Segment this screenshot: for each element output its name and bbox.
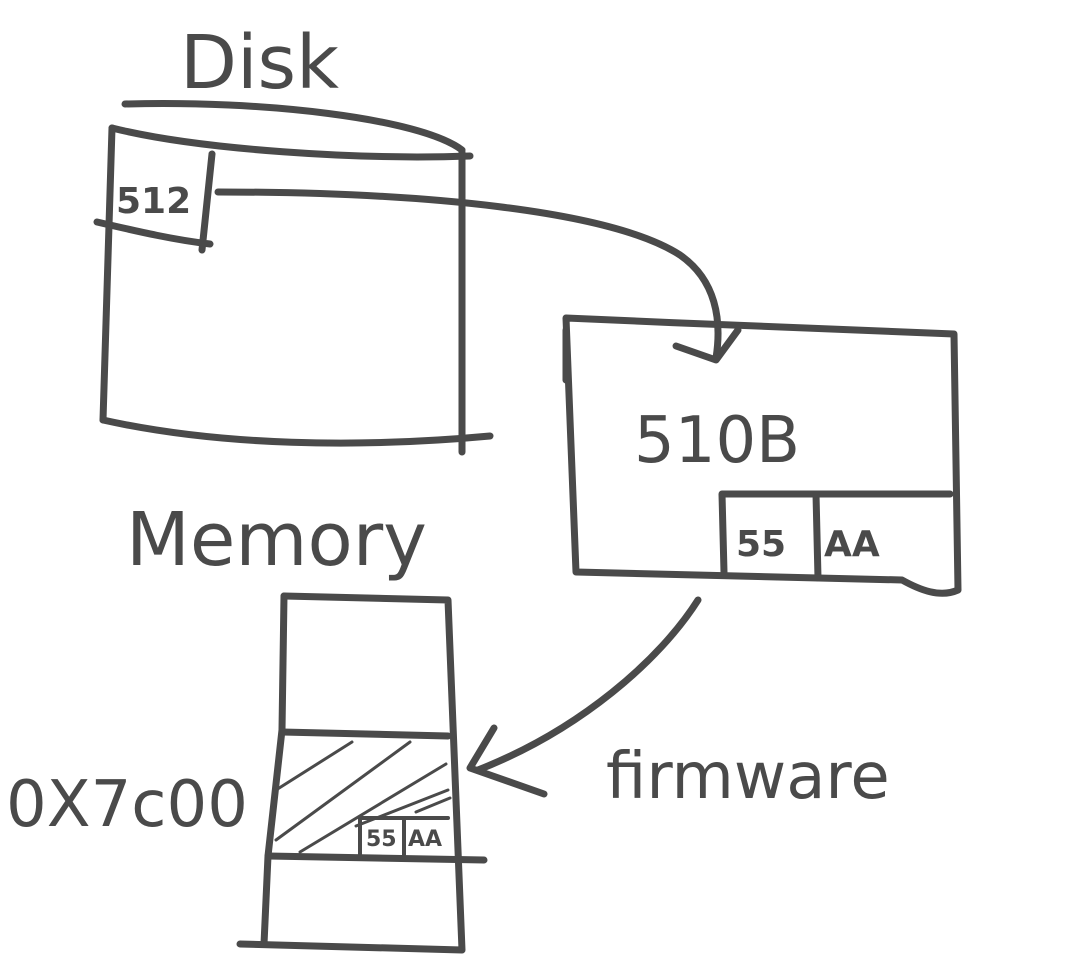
disk-left-side xyxy=(99,124,116,424)
disk-group: Disk 512 xyxy=(93,20,494,456)
disk-top-edge xyxy=(121,99,466,154)
arrow-head xyxy=(672,326,742,364)
sector-signature-55: 55 xyxy=(736,524,786,565)
arrow-head xyxy=(466,724,548,798)
sector-size-label: 510B xyxy=(634,404,800,478)
memory-title: Memory xyxy=(126,497,427,583)
arrow-disk-to-sector xyxy=(214,188,742,364)
sector-group: 510B 55 AA xyxy=(562,314,962,597)
memory-column-outline xyxy=(236,592,466,954)
firmware-label: firmware xyxy=(606,740,890,814)
memory-signature-cells xyxy=(358,816,450,858)
memory-region-hatch xyxy=(274,740,452,854)
disk-title: Disk xyxy=(180,20,339,106)
sector-signature-aa: AA xyxy=(824,524,880,565)
arrow-line xyxy=(214,188,722,362)
sector-box xyxy=(562,314,962,597)
arrow-line xyxy=(474,596,702,774)
disk-sector-box xyxy=(93,150,216,254)
memory-region-bottom xyxy=(264,852,488,864)
disk-top-rim xyxy=(108,124,474,161)
memory-address-label: 0X7c00 xyxy=(6,768,248,842)
memory-signature-aa: AA xyxy=(408,827,442,852)
memory-group: Memory 55 AA 0X7c00 xyxy=(6,497,488,954)
memory-region-top xyxy=(278,728,452,740)
disk-sector-label: 512 xyxy=(116,181,191,222)
disk-bottom-edge xyxy=(99,416,494,447)
memory-signature-55: 55 xyxy=(366,827,397,852)
sector-signature-cells xyxy=(718,490,954,582)
memory-column-left xyxy=(260,592,288,948)
arrow-sector-to-memory xyxy=(466,596,702,798)
